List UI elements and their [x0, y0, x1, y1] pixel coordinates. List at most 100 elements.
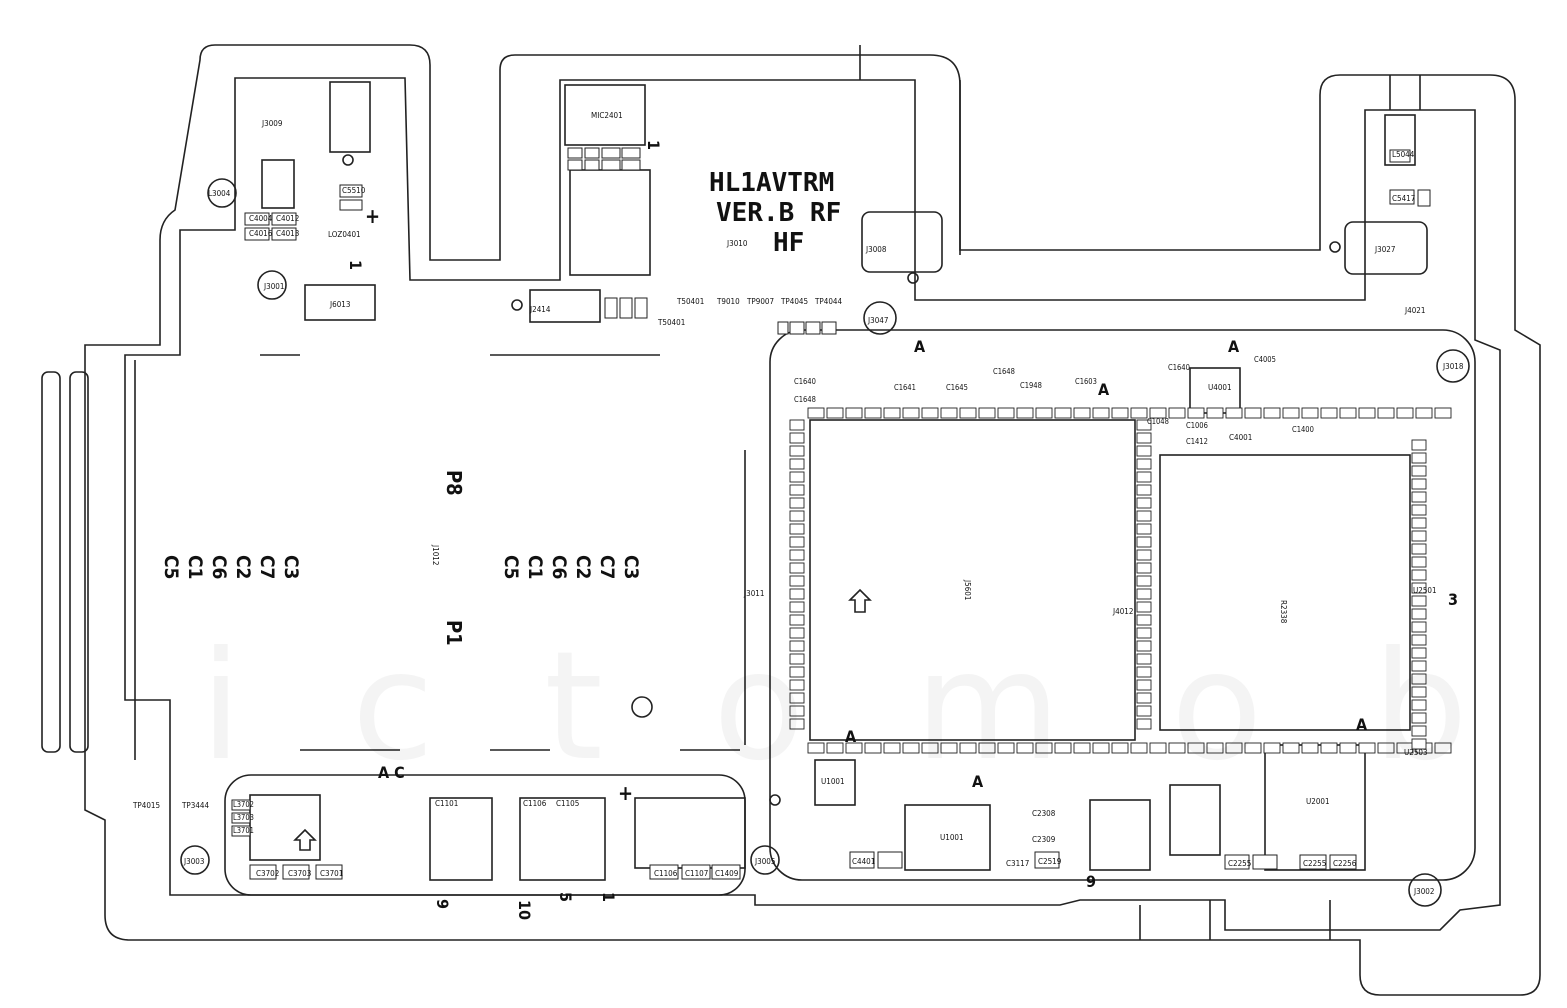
svg-text:A: A [1098, 380, 1110, 399]
smd-pad [1411, 439, 1427, 451]
smd-pad [1282, 407, 1300, 419]
smd-pad [789, 523, 805, 535]
smd-pad [1187, 407, 1205, 419]
svg-text:U1001: U1001 [821, 777, 845, 786]
smd-pad [883, 742, 901, 754]
smd-pad [789, 692, 805, 704]
smd-pad [1358, 407, 1376, 419]
smd-pad [789, 601, 805, 613]
svg-text:L3702: L3702 [233, 800, 254, 809]
smd-pad [789, 549, 805, 561]
smd-pad [1136, 445, 1152, 457]
smd-pad [1282, 742, 1300, 754]
smd-pad [826, 407, 844, 419]
smd-pad [902, 407, 920, 419]
svg-text:J3003: J3003 [183, 857, 204, 866]
smd-pad [789, 705, 805, 717]
svg-text:MIC2401: MIC2401 [591, 111, 623, 120]
smd-pad [1136, 627, 1152, 639]
svg-text:J3008: J3008 [865, 245, 887, 254]
board-title-line-1: HL1AVTRM [709, 168, 835, 198]
svg-text:C2255: C2255 [1303, 859, 1326, 868]
smd-pad [1136, 497, 1152, 509]
smd-pad [807, 407, 825, 419]
inner-outline [124, 77, 1501, 931]
svg-text:C4016: C4016 [249, 229, 273, 238]
smd-pad [1136, 549, 1152, 561]
smd-pad [1411, 543, 1427, 555]
svg-text:C1106: C1106 [523, 799, 547, 808]
smd-pad [1244, 742, 1262, 754]
svg-text:J4021: J4021 [1404, 306, 1425, 315]
svg-text:C5510: C5510 [342, 186, 366, 195]
svg-text:T50401: T50401 [657, 318, 685, 327]
svg-text:J5601: J5601 [963, 579, 972, 600]
smd-pad [1301, 407, 1319, 419]
svg-text:TP4044: TP4044 [814, 297, 842, 306]
svg-text:C4012: C4012 [276, 214, 299, 223]
smd-pad [1377, 742, 1395, 754]
smd-pad [789, 445, 805, 457]
smd-pad [1225, 407, 1243, 419]
svg-text:C1107: C1107 [685, 869, 708, 878]
smd-pad [959, 407, 977, 419]
svg-text:+: + [365, 204, 380, 228]
smd-pad [864, 407, 882, 419]
smd-pad [1411, 504, 1427, 516]
svg-text:C1400: C1400 [1292, 425, 1314, 434]
smd-pad [1092, 742, 1110, 754]
pad-label: C6 [208, 555, 230, 579]
smd-pad [1136, 471, 1152, 483]
pad-label: C1 [524, 555, 546, 579]
svg-text:TP3444: TP3444 [181, 801, 209, 810]
smd-pad [1434, 407, 1452, 419]
smd-pad [1136, 523, 1152, 535]
smd-pad [1130, 407, 1148, 419]
svg-text:C1048: C1048 [1147, 417, 1169, 426]
smd-pad [1149, 407, 1167, 419]
smd-pad [1168, 742, 1186, 754]
svg-text:+: + [618, 781, 633, 805]
svg-text:A: A [914, 337, 926, 356]
smd-pad [997, 407, 1015, 419]
smd-pad [997, 742, 1015, 754]
smd-pad [1411, 621, 1427, 633]
smd-pad [1035, 742, 1053, 754]
svg-text:1: 1 [599, 892, 618, 902]
svg-text:J3005: J3005 [754, 857, 775, 866]
svg-text:J2414: J2414 [529, 305, 551, 314]
svg-text:J3018: J3018 [1442, 362, 1464, 371]
svg-text:C1640: C1640 [1168, 363, 1190, 372]
svg-text:L3703: L3703 [233, 813, 254, 822]
svg-text:T50401: T50401 [676, 297, 704, 306]
smd-pad [807, 742, 825, 754]
smd-pad [1411, 634, 1427, 646]
smd-pad [1263, 407, 1281, 419]
pad-label: C2 [232, 555, 254, 579]
smd-pad [1244, 407, 1262, 419]
smd-pad [1136, 432, 1152, 444]
svg-text:L5044: L5044 [1392, 150, 1415, 159]
svg-text:C3701: C3701 [320, 869, 343, 878]
smd-pad [1136, 692, 1152, 704]
smd-pad [1411, 530, 1427, 542]
svg-text:C1948: C1948 [1020, 381, 1042, 390]
smd-pad [1411, 738, 1427, 750]
smd-pad [1187, 742, 1205, 754]
svg-text:J3027: J3027 [1374, 245, 1395, 254]
smd-pad [1377, 407, 1395, 419]
pad-label: C6 [548, 555, 570, 579]
board-title-line-3: HF [773, 228, 805, 258]
smd-pad [1320, 407, 1338, 419]
smd-pad [1411, 582, 1427, 594]
smd-pad [1411, 608, 1427, 620]
main-ic-outline [809, 419, 1136, 741]
svg-text:T9010: T9010 [716, 297, 740, 306]
smd-pad [826, 742, 844, 754]
svg-text:C4401: C4401 [852, 857, 875, 866]
smd-pad [1111, 742, 1129, 754]
svg-text:C4013: C4013 [276, 229, 299, 238]
smd-pad [1136, 614, 1152, 626]
svg-text:C1106: C1106 [654, 869, 678, 878]
smd-pad [789, 640, 805, 652]
